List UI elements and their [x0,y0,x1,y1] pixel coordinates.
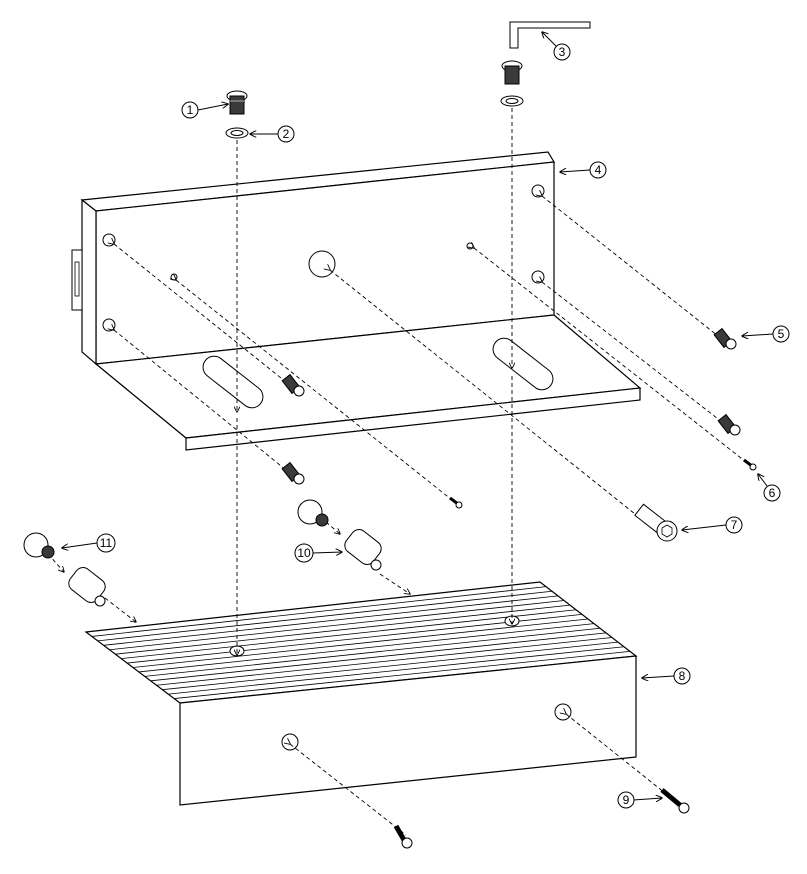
rib-line [150,632,607,682]
cap-icon [297,499,329,527]
svg-text:6: 6 [769,486,776,500]
ribbed-base [84,581,638,806]
spacer-icon [68,567,106,607]
callout-5: 5 [742,325,790,343]
cap-icon [23,532,55,559]
bracket-hole [102,318,116,332]
svg-text:5: 5 [778,327,785,341]
callout-3: 3 [542,32,571,61]
spacer-icon [344,529,382,571]
rib-line [138,623,595,673]
rib-line [97,590,553,642]
shoulder-bolt-icon [226,90,248,115]
svg-text:2: 2 [283,127,290,141]
rib-line [91,586,547,637]
base-side-hole [281,733,299,751]
slot-left [202,355,264,409]
shoulder-bolt-icon [501,60,523,85]
washer-icon [500,95,524,107]
rib-line [132,618,589,668]
washer-icon [225,127,249,139]
svg-text:10: 10 [297,546,311,560]
assembly-lines [47,108,747,836]
rib-line [168,646,625,695]
rib-line [174,650,631,699]
slot-right [492,337,554,391]
long-screw-icon [393,824,413,849]
bracket-hole [531,270,545,284]
bracket-hole-countersink [308,250,336,278]
bracket-hole [102,233,116,247]
rib-line [115,604,571,655]
bracket-hole [531,184,545,198]
svg-text:11: 11 [100,536,113,550]
rib-line [144,627,601,677]
socket-screw-icon [281,461,305,485]
rib-line [156,637,613,686]
callout-10: 10 [294,543,342,563]
rib-line [109,600,565,651]
callout-9: 9 [617,791,662,809]
small-screw-icon [743,458,757,471]
bracket-hole-small [170,273,178,281]
callout-1: 1 [181,102,228,119]
bracket-hole-small [466,242,474,250]
ribs [91,586,631,699]
small-screw-icon [449,496,463,509]
rib-line [162,641,619,691]
socket-screw-icon [281,373,305,397]
callout-11: 11 [62,533,116,553]
socket-screw-icon [713,327,737,350]
svg-text:7: 7 [731,518,738,532]
svg-text:4: 4 [595,163,602,177]
long-screw-icon [660,788,690,814]
svg-text:1: 1 [187,103,194,117]
rib-line [103,595,559,646]
svg-text:3: 3 [559,45,566,59]
base-side-hole [554,703,572,721]
callout-6: 6 [758,474,781,502]
svg-text:9: 9 [623,793,630,807]
hex-key-icon [509,21,591,49]
rib-line [121,609,577,660]
callout-4: 4 [560,161,607,179]
callout-8: 8 [642,667,691,685]
countersunk-screw-icon [634,503,678,542]
upper-bracket [71,151,642,451]
callout-7: 7 [682,516,743,534]
callout-2: 2 [250,125,295,143]
svg-text:8: 8 [679,669,686,683]
socket-screw-icon [717,413,741,436]
